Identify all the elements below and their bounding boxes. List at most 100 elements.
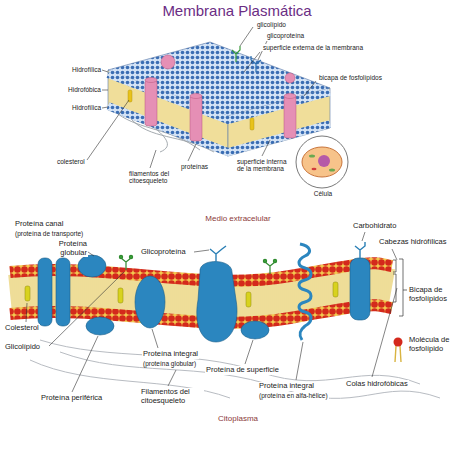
- diagram-title: Membrana Plasmática: [0, 2, 474, 19]
- part-label: superficie interna de la membrana: [236, 158, 292, 173]
- membrane-proteins-part: [56, 258, 70, 326]
- membrane-proteins: [38, 255, 370, 342]
- bottom-leader-lines: [26, 232, 397, 392]
- pink-proteins-part: [145, 80, 157, 126]
- bottom-leader-lines-part: [372, 288, 397, 377]
- head-rows-part: [108, 74, 330, 120]
- membrane-proteins-part: [350, 258, 370, 320]
- cell-inset-part: [309, 155, 315, 158]
- part-label: proteínas: [180, 163, 209, 170]
- part-label: Hidrofóbica: [50, 86, 102, 93]
- top-leader-lines-part: [240, 27, 253, 46]
- part-label: Colas hidrofóbicas: [345, 380, 409, 389]
- top-leader-lines-part: [150, 150, 156, 168]
- part-label: Glicolípido: [4, 343, 41, 352]
- glycoprotein-chains-part: [210, 246, 226, 262]
- part-label: (proteína en alfa-hélice): [258, 392, 329, 399]
- top-leader-lines-part: [262, 140, 270, 156]
- cholesterol-molecules-part: [246, 292, 251, 307]
- top-cholesterol: [128, 90, 254, 130]
- part-label: (proteína globular): [142, 360, 197, 367]
- part-label: Célula: [296, 190, 350, 197]
- bottom-leader-lines-part: [72, 336, 98, 392]
- top-leader-lines-part: [102, 107, 108, 108]
- bottom-leader-lines-part: [296, 342, 303, 380]
- pink-proteins-part: [161, 55, 175, 69]
- part-label: bicapa de fosfolípidos: [318, 74, 383, 81]
- part-label: Hidrofílica: [50, 104, 102, 111]
- glycolipid-chains-part: [273, 259, 276, 262]
- part-label: Filamentos del citoesqueleto: [140, 388, 204, 405]
- pink-proteins-part: [145, 78, 157, 83]
- head-rows: [108, 74, 330, 152]
- part-label: Proteína de superficie: [205, 366, 280, 375]
- part-label: glicolípido: [256, 21, 287, 28]
- part-label: Carbohidrato: [352, 222, 397, 231]
- brackets-part: [393, 260, 396, 272]
- part-label: Glicoproteína: [140, 248, 187, 257]
- glycolipid-chains-part: [129, 255, 132, 258]
- top-leader-lines-part: [304, 81, 316, 96]
- bottom-leader-lines-part: [362, 232, 365, 241]
- cytoskeleton-bottom: [30, 340, 440, 398]
- top-leader-lines-part: [244, 52, 260, 72]
- glycolipid-chains-part: [263, 259, 266, 262]
- cell-inset-part: [296, 136, 348, 188]
- cell-inset-part: [329, 169, 335, 172]
- cytoskeleton-bottom-part: [60, 352, 440, 398]
- part-label: Cabezas hidrófílicas: [378, 238, 448, 247]
- brackets: [393, 259, 407, 316]
- glycoprotein-chains: [210, 242, 365, 262]
- cholesterol-molecules-part: [25, 286, 30, 301]
- cell-inset-part: [302, 147, 342, 177]
- pink-proteins: [145, 55, 296, 141]
- part-label: filamentos del citoesqueleto: [128, 170, 178, 185]
- glycolipid-chains: [119, 255, 276, 274]
- pink-proteins-part: [284, 96, 296, 138]
- membrane-proteins-part: [197, 262, 237, 343]
- part-label: superficie externa de la membrana: [262, 44, 364, 51]
- pink-proteins-part: [190, 94, 202, 99]
- glycolipid-chains-part: [265, 262, 275, 274]
- single-phospholipid-part: [394, 338, 403, 347]
- top-glycoprotein: [251, 56, 261, 72]
- cholesterol-molecules-part: [333, 282, 338, 297]
- pink-proteins-part: [284, 94, 296, 99]
- part-label: Colesterol: [4, 324, 40, 333]
- single-phospholipid-part: [395, 346, 401, 362]
- part-label: Molécula de fosfolípido: [408, 336, 470, 353]
- membrane-proteins-part: [241, 321, 269, 339]
- part-label: (proteína de transporte): [14, 230, 84, 237]
- part-label: Citoplasma: [157, 414, 319, 423]
- glycolipid-chains-part: [119, 255, 122, 258]
- part-label: glicoproteína: [266, 32, 305, 39]
- top-glycolipid-part: [232, 46, 240, 62]
- bottom-leader-lines-part: [26, 303, 27, 322]
- bottom-leader-lines-part: [49, 272, 124, 346]
- single-phospholipid: [394, 338, 403, 363]
- head-rows-part: [108, 106, 330, 152]
- alpha-helix-part: [299, 244, 311, 340]
- membrane-proteins-part: [38, 258, 52, 326]
- part-label: Bicapa de fosfolípidos: [408, 286, 470, 303]
- top-cholesterol-part: [250, 118, 254, 130]
- membrane-proteins-part: [135, 276, 165, 328]
- cell-inset-part: [312, 168, 317, 170]
- top-glycoprotein-part: [251, 56, 261, 72]
- alpha-helix: [299, 244, 311, 340]
- pink-proteins-part: [190, 96, 202, 141]
- membrane-proteins-part: [78, 255, 106, 277]
- brackets-part: [399, 259, 407, 316]
- bottom-leader-lines-part: [194, 250, 209, 252]
- part-label: Medio extracelular: [157, 214, 319, 223]
- bottom-leader-lines-part: [245, 340, 253, 364]
- part-label: colesterol: [56, 158, 86, 165]
- membrane-proteins-part: [86, 317, 114, 335]
- pink-proteins-part: [285, 73, 295, 83]
- part-label: Proteína canal: [14, 220, 64, 229]
- part-label: Hidrofílica: [50, 66, 102, 73]
- part-label: Proteína periférica: [40, 394, 103, 403]
- top-leader-lines-part: [102, 70, 108, 72]
- cell-inset: [296, 136, 348, 188]
